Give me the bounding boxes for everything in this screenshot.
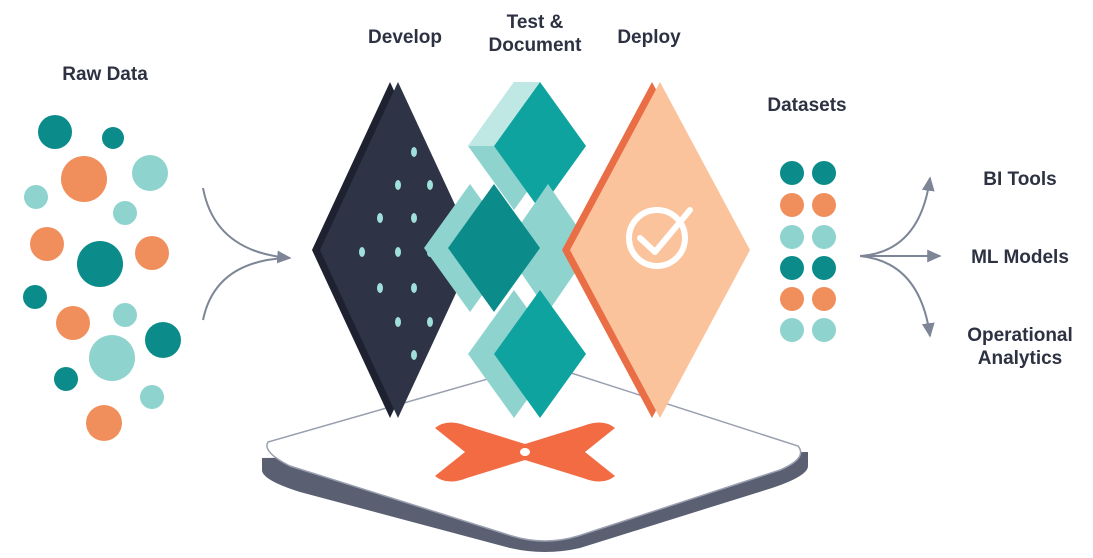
output-arrows [859,176,942,338]
operational-line1: Operational [967,325,1073,346]
dataset-dot [780,225,804,249]
raw-dot [77,241,123,287]
dataset-dot [780,256,804,280]
raw-dot [113,303,137,327]
raw-dot [24,185,48,209]
dataset-dot [780,287,804,311]
raw-dot [38,115,72,149]
dataset-dot [812,287,836,311]
dataset-dot [780,318,804,342]
datasets-label: Datasets [767,95,847,116]
raw-dot [132,155,168,191]
operational-line2: Analytics [977,348,1063,369]
raw-data-label: Raw Data [62,64,148,85]
develop-label: Develop [368,27,442,48]
dataset-dot [812,161,836,185]
dataset-dot [812,318,836,342]
raw-dot [102,127,124,149]
raw-dot [145,322,181,358]
deploy-diamond [562,82,750,418]
raw-dot [86,405,122,441]
raw-dot [89,335,135,381]
input-arrow [202,187,292,321]
ml-models-label: ML Models [971,247,1069,268]
check-circle-icon [626,207,693,269]
raw-dot [140,385,164,409]
deploy-label: Deploy [617,27,681,48]
dbt-logo-icon [435,422,615,482]
raw-dot [56,306,90,340]
operational-analytics-label: Operational Analytics [950,324,1090,370]
dataset-dot [812,193,836,217]
test-document-line2: Document [488,35,582,56]
test-document-line1: Test & [506,12,564,33]
raw-dot [135,236,169,270]
dataset-circles [780,161,836,342]
dataset-dot [812,256,836,280]
dataset-dot [780,161,804,185]
bi-tools-label: BI Tools [983,169,1057,190]
test-document-label: Test & Document [475,11,595,57]
raw-dot [61,156,107,202]
raw-dot [113,201,137,225]
raw-dot [30,227,64,261]
raw-data-circles [23,115,181,441]
dataset-dot [812,225,836,249]
raw-dot [54,367,78,391]
dataset-dot [780,193,804,217]
test-document-blocks [424,82,592,418]
raw-dot [23,285,47,309]
